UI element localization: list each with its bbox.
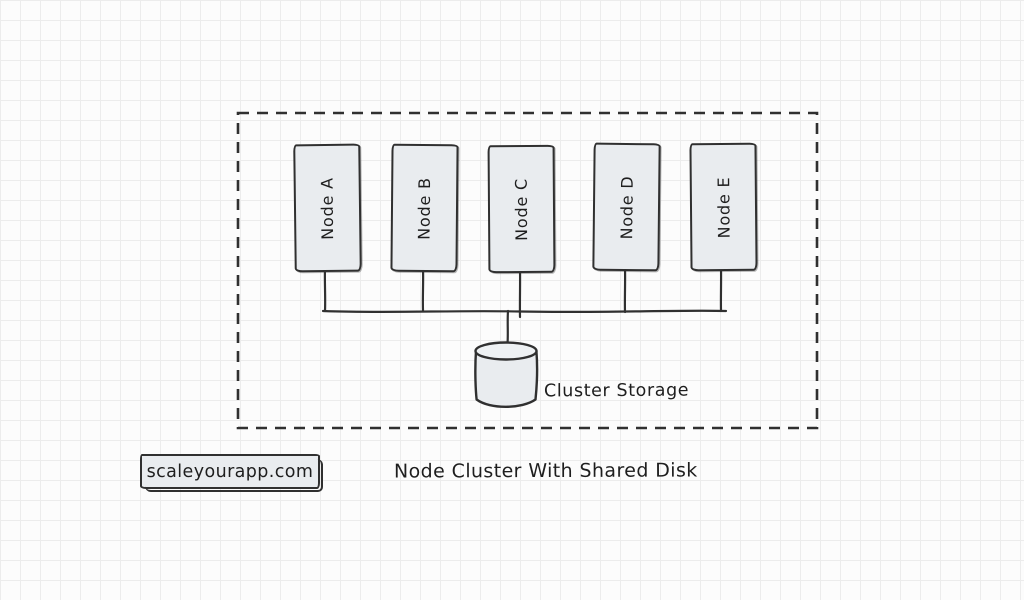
diagram-caption: Node Cluster With Shared Disk (393, 459, 698, 483)
node-e-label: Node E (713, 176, 734, 238)
node-c: Node C (487, 144, 556, 274)
node-a: Node A (293, 143, 362, 273)
cylinder-body (474, 349, 539, 408)
connector-wires (321, 266, 728, 346)
node-e: Node E (689, 142, 758, 272)
brand-text: scaleyourapp.com (146, 461, 314, 482)
storage-label: Cluster Storage (543, 380, 690, 402)
storage-cylinder-icon (474, 341, 539, 408)
node-c-label: Node C (511, 177, 532, 241)
brand-box: scaleyourapp.com (140, 454, 323, 492)
node-d-label: Node D (616, 174, 637, 240)
node-b: Node B (390, 143, 459, 273)
wire-bus (321, 309, 728, 314)
cluster-boundary (236, 111, 819, 430)
cylinder-top (474, 341, 538, 361)
node-d: Node D (592, 142, 661, 272)
node-a-label: Node A (317, 176, 338, 240)
wire-storage-drop (506, 309, 510, 346)
node-b-label: Node B (414, 176, 435, 240)
